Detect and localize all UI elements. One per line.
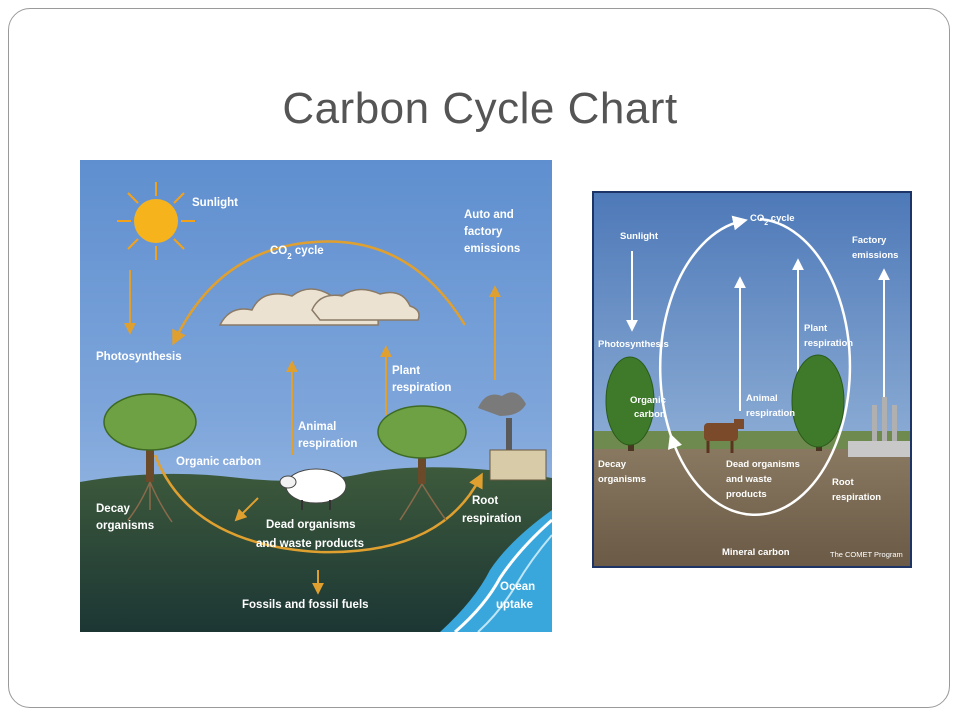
label-root-respiration-2: respiration <box>462 513 521 525</box>
decay-arrow <box>234 497 259 522</box>
cow-icon <box>704 419 744 453</box>
tree-icon <box>791 354 845 451</box>
label-auto-emissions-1: Auto and <box>464 209 514 221</box>
factory-icon <box>848 397 910 457</box>
ocean-area <box>440 510 552 632</box>
label-animal-respiration-2: respiration <box>298 438 357 450</box>
label-plant-respiration-2: respiration <box>392 382 451 394</box>
carbon-cycle-diagram-left: Sunlight CO2 cycle Auto and factory emis… <box>80 160 553 634</box>
left-diagram-svg: Sunlight CO2 cycle Auto and factory emis… <box>80 160 553 634</box>
label-credit: The COMET Program <box>830 550 903 559</box>
label-plant-respiration-1: Plant <box>804 323 828 334</box>
label-plant-respiration-1: Plant <box>392 365 420 377</box>
label-root-respiration-1: Root <box>472 495 498 507</box>
label-dead-organisms-3: products <box>726 489 767 500</box>
label-animal-respiration-1: Animal <box>746 393 778 404</box>
label-dead-organisms-2: and waste <box>726 474 772 485</box>
label-dead-organisms-2: and waste products <box>256 538 364 550</box>
sheep-icon <box>279 468 347 510</box>
label-factory-emissions-1: Factory <box>852 235 887 246</box>
slide-title: Carbon Cycle Chart <box>282 84 678 133</box>
label-animal-respiration-2: respiration <box>746 408 795 419</box>
co2-cycle-circle-left <box>658 215 748 440</box>
tree-icon <box>103 393 197 523</box>
label-auto-emissions-2: factory <box>464 226 503 238</box>
label-dead-organisms-1: Dead organisms <box>726 459 800 470</box>
cloud-icon <box>311 288 420 321</box>
label-plant-respiration-2: respiration <box>804 338 853 349</box>
label-co2-cycle: CO2 cycle <box>750 213 795 227</box>
label-ocean-uptake-1: Ocean <box>500 581 535 593</box>
right-diagram-svg: CO2 cycle Sunlight Factory emissions Pho… <box>592 191 912 568</box>
label-organic-carbon: Organic carbon <box>176 456 261 468</box>
sun-icon <box>117 182 195 260</box>
label-animal-respiration-1: Animal <box>298 421 336 433</box>
tree-icon <box>377 405 467 521</box>
label-co2-cycle: CO2 cycle <box>270 245 324 261</box>
co2-cycle-circle <box>667 217 852 516</box>
label-organic-carbon-1: Organic <box>630 395 666 406</box>
label-factory-emissions-2: emissions <box>852 250 898 261</box>
label-root-respiration-2: respiration <box>832 492 881 503</box>
label-photosynthesis: Photosynthesis <box>598 339 669 350</box>
label-mineral-carbon: Mineral carbon <box>722 547 790 558</box>
ocean-shoreline <box>454 518 553 634</box>
label-root-respiration-1: Root <box>832 477 854 488</box>
label-auto-emissions-3: emissions <box>464 243 520 255</box>
co2-cycle-arrow <box>172 240 467 346</box>
soil-area <box>594 445 910 566</box>
ocean-wave <box>477 534 553 633</box>
label-photosynthesis: Photosynthesis <box>96 351 182 363</box>
label-decay-1: Decay <box>598 459 627 470</box>
tree-icon <box>605 356 655 451</box>
label-decay-1: Decay <box>96 503 130 515</box>
label-fossils: Fossils and fossil fuels <box>242 599 369 611</box>
label-decay-2: organisms <box>598 474 646 485</box>
label-ocean-uptake-2: uptake <box>496 599 533 611</box>
label-sunlight: Sunlight <box>620 231 659 242</box>
label-dead-organisms-1: Dead organisms <box>266 519 355 531</box>
factory-icon <box>478 392 547 481</box>
soil-area <box>80 467 552 632</box>
label-decay-2: organisms <box>96 520 154 532</box>
carbon-cycle-diagram-right: CO2 cycle Sunlight Factory emissions Pho… <box>592 191 912 568</box>
cycle-arrow-lower <box>153 454 483 554</box>
label-sunlight: Sunlight <box>192 197 238 209</box>
label-organic-carbon-2: carbon <box>634 409 666 420</box>
